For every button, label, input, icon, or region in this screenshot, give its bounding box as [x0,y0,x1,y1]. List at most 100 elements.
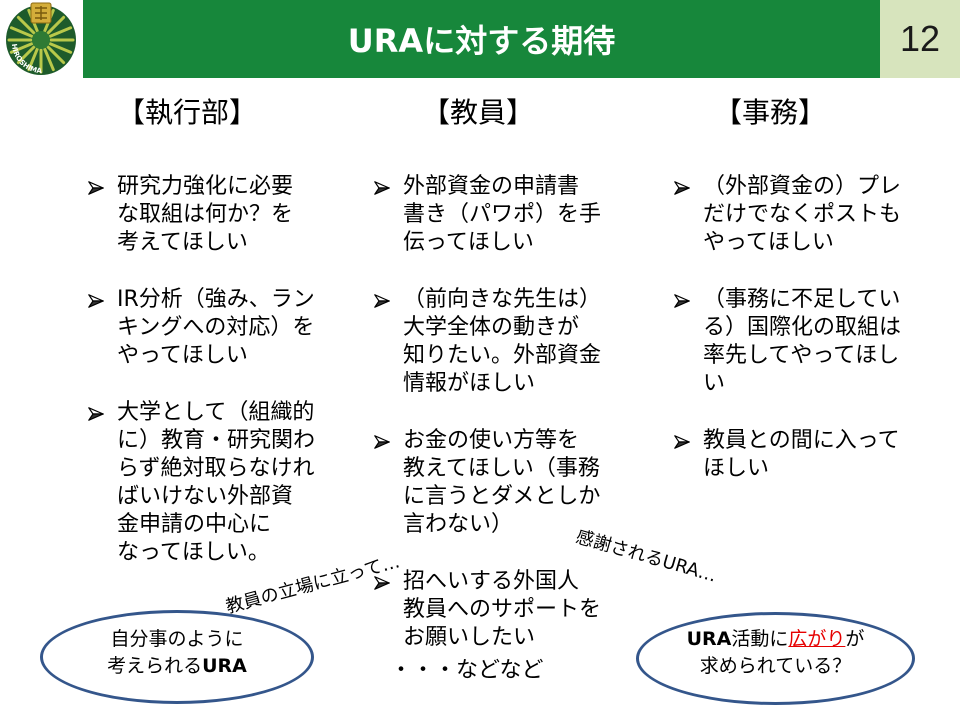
bullet-item: （事務に不足している）国際化の取組は率先してやってほしい [672,286,901,398]
arrow-bullet-top [374,435,390,443]
bullet-line: に）教育・研究関わ [117,428,316,453]
arrow-bullet-icon [374,294,390,308]
bullet-line: キングへの対応）を [117,315,315,340]
arrow-bullet-top [674,181,690,189]
arrow-bullet-icon [374,576,390,590]
arrow-bullet-icon [88,407,104,421]
bullet-item: 大学として（組織的に）教育・研究関わらず絶対取らなければいけない外部資金申請の中… [86,399,315,567]
oval-left-line-1: 自分事のように [110,628,244,650]
oval-right-line-1-tail: が [845,627,865,650]
bullet-line: 教員との間に入って [703,428,900,453]
oval-right-line-1-text: 活動に [731,627,789,650]
bullet-line: 言わない） [403,512,514,537]
arrow-bullet-icon [674,435,690,449]
bullet-item: （前向きな先生は） 大学全体の動きが知りたい。外部資金情報がほしい [372,286,601,398]
university-emblem-icon: HIROSHIMA [6,2,76,75]
arrow-bullet-bottom [88,413,104,421]
bullet-line: らず絶対取らなけれ [117,456,315,481]
bullet-line: 外部資金の申請書 [403,174,580,199]
bullet-line: （事務に不足してい [703,287,901,312]
callout-oval-right: URA活動に広がりが 求められている？ [636,612,915,705]
bullet-line: 研究力強化に必要 [117,174,294,199]
oval-left-line-2: 考えられるURA [107,653,247,680]
bullet-line: 伝ってほしい [403,230,534,255]
bullet-line: 金申請の中心に [117,512,272,537]
bullet-line: （外部資金の）プレ [703,174,902,199]
bullet-line: い [703,371,726,396]
arrow-bullet-top [674,435,690,443]
bullet-line: な取組は何か？を [117,202,294,227]
arrow-bullet-bottom [374,441,390,449]
bullet-line: 考えてほしい [117,230,248,255]
arrow-bullet-bottom [374,300,390,308]
bullet-line: 教員へのサポートを [403,597,602,622]
bullet-line: 教えてほしい（事務 [403,456,600,481]
university-logo: HIROSHIMA [0,0,83,78]
bullet-line: 知りたい。外部資金 [403,343,602,368]
arrow-bullet-top [88,181,104,189]
bullet-line: お金の使い方等を [403,428,580,453]
column-heading-executive: 【執行部】 [116,96,257,129]
column-heading-faculty: 【教員】 [421,96,534,129]
bullet-item: 教員との間に入ってほしい [672,427,901,483]
oval-right-line-2: 求められている？ [699,654,852,677]
bullet-line: 書き（パワポ）を手 [403,202,602,227]
arrow-bullet-bottom [88,187,104,195]
bullet-item: 外部資金の申請書書き（パワポ）を手伝ってほしい [372,173,601,257]
bullet-line: （前向きな先生は） [403,287,602,312]
column-administration-list: （外部資金の）プレだけでなくポストもやってほしい （事務に不足している）国際化の取… [672,173,901,512]
oval-right-line-1: URA活動に広がりが [687,626,865,653]
oval-left-line-2-emphasis: URA [202,655,247,677]
bullet-line: に言うとダメとしか [403,484,601,509]
arrow-bullet-bottom [674,441,690,449]
arrow-bullet-top [374,181,390,189]
oval-right-line-1-highlight: 広がり [788,627,846,650]
arrow-bullet-bottom [674,300,690,308]
bullet-item: （外部資金の）プレだけでなくポストもやってほしい [672,173,901,257]
bullet-line: ばいけない外部資 [117,484,294,509]
emblem-center [32,31,50,49]
column-heading-administration: 【事務】 [713,96,826,129]
bullet-line: やってほしい [703,230,834,255]
bullet-line: お願いしたい [403,625,536,650]
bullet-line: やってほしい [117,343,248,368]
page-number-box: 12 [880,0,960,78]
arrow-bullet-icon [374,435,390,449]
bullet-line: る）国際化の取組は [703,315,902,340]
bullet-item: 招へいする外国人教員へのサポートをお願いしたい [372,568,601,652]
arrow-bullet-icon [674,294,690,308]
arrow-bullet-top [88,294,104,302]
bullet-line: 大学全体の動きが [403,315,580,340]
arrow-bullet-bottom [374,187,390,195]
arrow-bullet-bottom [88,300,104,308]
bullet-item: 研究力強化に必要な取組は何か？を考えてほしい [86,173,315,257]
page-number: 12 [899,18,941,59]
title-bar: URAに対する期待 [83,0,880,78]
bullet-line: IR分析（強み、ラン [117,287,315,312]
bullet-line: だけでなくポストも [703,202,902,227]
bullet-line: 率先してやってほし [703,343,900,368]
oval-right-line-1-emphasis: URA [686,627,732,650]
bullet-line: 大学として（組織的 [117,400,315,425]
arrow-bullet-top [374,294,390,302]
bullet-line: 情報がほしい [403,371,536,396]
bullet-item: お金の使い方等を教えてほしい（事務に言うとダメとしか言わない） [372,427,601,539]
bullet-item: IR分析（強み、ランキングへの対応）をやってほしい [86,286,315,370]
arrow-bullet-top [674,294,690,302]
slide-title: URAに対する期待 [347,22,616,60]
oval-left-line-2-text: 考えられる [107,655,203,677]
faculty-trailing-note: ・・・などなど [390,658,544,683]
bullet-line: ほしい [703,456,770,481]
bullet-line: なってほしい。 [117,540,270,565]
column-executive-list: 研究力強化に必要な取組は何か？を考えてほしい IR分析（強み、ランキングへの対応）… [86,173,315,596]
column-faculty-list: 外部資金の申請書書き（パワポ）を手伝ってほしい （前向きな先生は） 大学全体の動きが… [372,173,601,681]
arrow-bullet-icon [374,181,390,195]
arrow-bullet-top [88,407,104,415]
callout-oval-left: 自分事のように 考えられるURA [40,610,314,704]
arrow-bullet-icon [88,294,104,308]
arrow-bullet-bottom [374,582,390,590]
arrow-bullet-bottom [674,187,690,195]
emblem-badge-mark [35,6,47,20]
arrow-bullet-icon [88,181,104,195]
